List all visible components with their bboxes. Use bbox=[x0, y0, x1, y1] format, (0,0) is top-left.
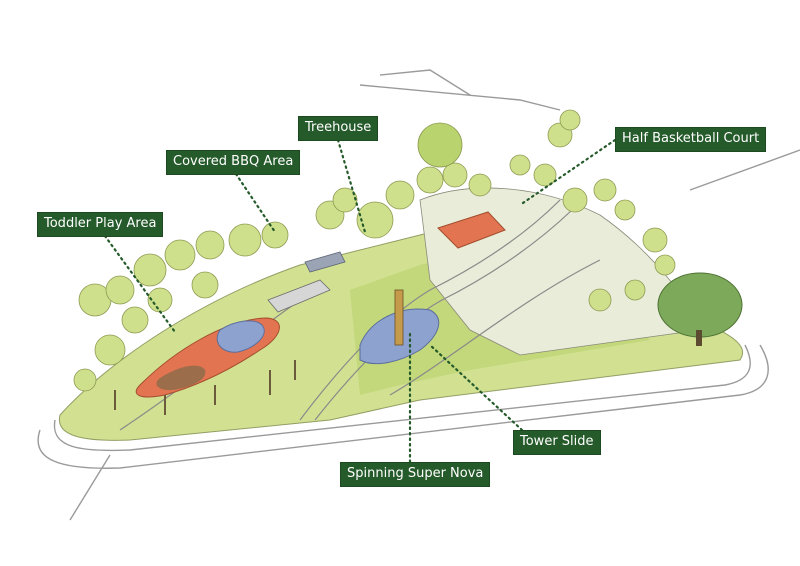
basketball-court bbox=[437, 211, 506, 249]
toddler-play-surface bbox=[135, 317, 280, 398]
half-basketball-court-label: Half Basketball Court bbox=[615, 127, 767, 152]
bbq-shelter bbox=[267, 251, 346, 313]
tree-trunks bbox=[114, 360, 296, 415]
road-outlines bbox=[37, 69, 800, 521]
central-play-surface bbox=[359, 289, 440, 365]
big-tree bbox=[657, 272, 743, 346]
treehouse-label: Treehouse bbox=[298, 116, 379, 141]
tower-slide-label: Tower Slide bbox=[513, 430, 601, 455]
covered-bbq-area-label: Covered BBQ Area bbox=[166, 150, 301, 175]
spinning-super-nova-label: Spinning Super Nova bbox=[340, 462, 491, 487]
toddler-play-area-label: Toddler Play Area bbox=[37, 212, 164, 237]
trees bbox=[73, 109, 676, 392]
leader-lines bbox=[103, 138, 617, 464]
